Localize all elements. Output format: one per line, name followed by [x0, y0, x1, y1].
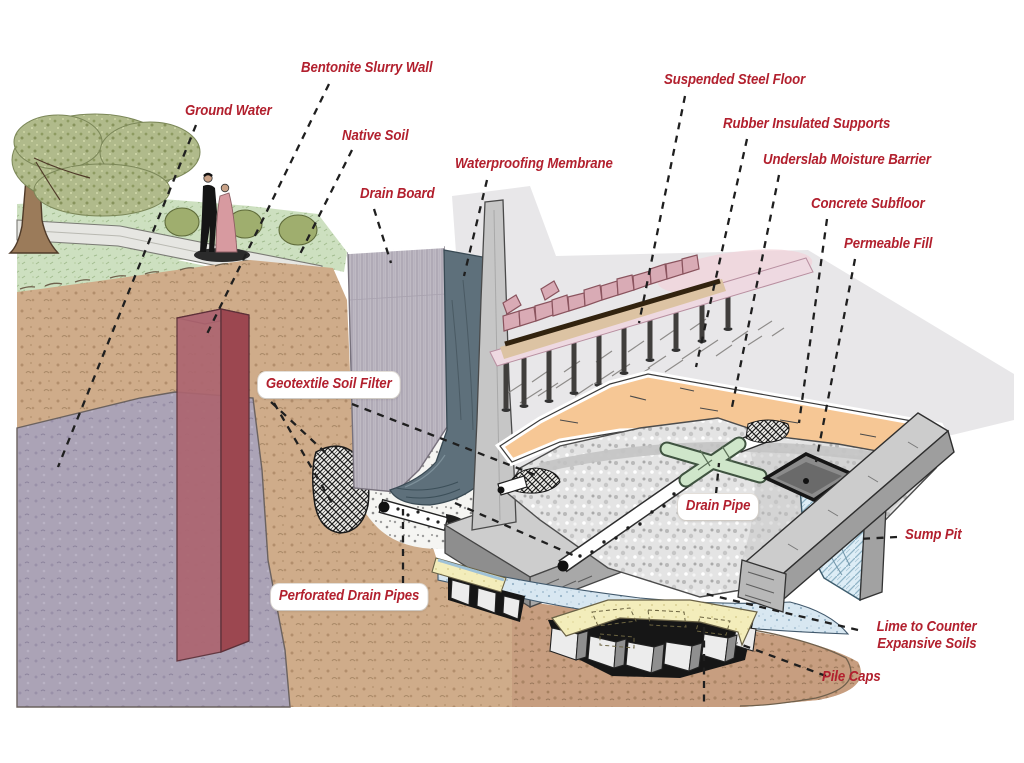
leader-geotextile-b	[273, 402, 333, 504]
man-figure	[200, 184, 217, 252]
leader-bentonite	[203, 83, 331, 339]
leader-suspended-floor	[637, 95, 687, 324]
label-drain-board: Drain Board	[360, 185, 435, 202]
label-permeable-fill: Permeable Fill	[844, 235, 933, 252]
label-sump-pit: Sump Pit	[905, 526, 962, 543]
lawn-front	[17, 242, 242, 296]
tree-canopy	[11, 113, 201, 217]
leader-lines	[56, 83, 898, 706]
label-underslab-moisture-barrier: Underslab Moisture Barrier	[763, 151, 931, 168]
floor-blocks	[502, 254, 700, 332]
people	[194, 172, 250, 262]
leader-drain-pipe	[714, 462, 721, 495]
leader-pile-caps	[736, 641, 827, 678]
label-ground-water: Ground Water	[185, 102, 272, 119]
label-concrete-subfloor: Concrete Subfloor	[811, 195, 925, 212]
label-drain-pipe: Drain Pipe	[678, 494, 759, 520]
bentonite-wall	[176, 308, 250, 662]
leader-perforated-b	[454, 501, 576, 558]
label-bentonite-slurry-wall: Bentonite Slurry Wall	[301, 59, 433, 76]
ground-scene	[8, 113, 347, 296]
support-posts	[501, 297, 785, 412]
label-suspended-steel-floor: Suspended Steel Floor	[664, 71, 806, 88]
leader-sump-pit	[857, 535, 898, 541]
bush	[164, 207, 200, 237]
label-pile-caps: Pile Caps	[822, 668, 881, 685]
pile-cap-mat	[550, 599, 758, 647]
leader-rubber-supports	[694, 138, 749, 368]
bush	[278, 214, 318, 246]
grade-beam	[737, 412, 955, 613]
label-native-soil: Native Soil	[342, 127, 409, 144]
leader-geotextile-c	[351, 402, 539, 478]
leader-native-soil	[297, 149, 354, 257]
label-rubber-insulated-supports: Rubber Insulated Supports	[723, 115, 891, 132]
suspended-floor	[489, 254, 814, 412]
tree	[8, 113, 201, 254]
lime-strip-left	[437, 558, 505, 582]
leader-waterproofing	[462, 179, 489, 277]
geotextile-patch-right	[745, 419, 790, 444]
label-perforated-drain-pipes: Perforated Drain Pipes	[271, 584, 428, 610]
woman-figure	[215, 192, 238, 253]
leader-drain-board	[372, 208, 393, 264]
label-lime-to-counter: Lime to Counter Expansive Soils	[876, 618, 976, 652]
floor-edge-strip	[500, 279, 726, 359]
bushes	[164, 207, 318, 246]
drain-pipes	[497, 419, 790, 573]
drain-board-panel	[347, 245, 450, 493]
label-waterproofing-membrane: Waterproofing Membrane	[455, 155, 613, 172]
label-geotextile-soil-filter: Geotextile Soil Filter	[258, 372, 400, 398]
